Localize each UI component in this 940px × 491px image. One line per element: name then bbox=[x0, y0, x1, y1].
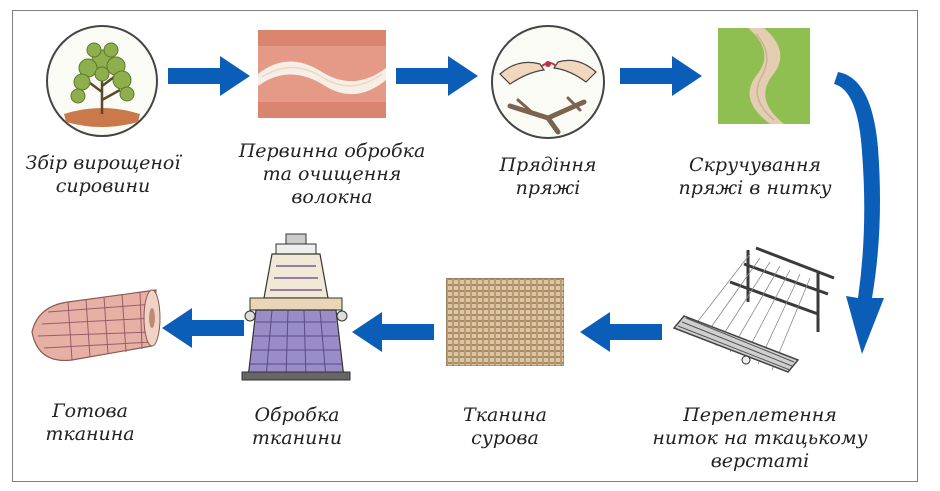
step-label-twisting: Скручування пряжі в нитку bbox=[678, 154, 832, 199]
step-label-finishing: Обробка тканини bbox=[251, 404, 343, 449]
step-label-weaving: Переплетення ниток на ткацькому верстаті bbox=[652, 404, 868, 472]
cotton-plant-icon bbox=[42, 22, 162, 140]
arrow-left-2 bbox=[352, 312, 434, 352]
twisted-yarn-icon bbox=[718, 28, 810, 124]
fabric-roll-icon bbox=[28, 272, 164, 368]
arrow-right-3 bbox=[620, 56, 702, 96]
step-label-harvest: Збір вирощеної сировини bbox=[25, 152, 181, 197]
step-label-finished-fabric: Готова тканина bbox=[45, 400, 135, 445]
arrow-left-1 bbox=[580, 312, 662, 352]
step-label-primary-processing: Первинна обробка та очищення волокна bbox=[238, 140, 426, 208]
arrow-curve-down bbox=[834, 72, 884, 354]
raw-fabric-icon bbox=[446, 278, 564, 366]
fiber-strip-icon bbox=[258, 30, 386, 118]
spinning-hands-icon bbox=[488, 22, 608, 142]
loom-icon bbox=[668, 242, 844, 388]
finishing-machine-icon bbox=[232, 232, 360, 384]
arrow-right-2 bbox=[396, 56, 478, 96]
step-label-raw-fabric: Тканина сурова bbox=[463, 404, 547, 449]
arrow-right-1 bbox=[168, 56, 250, 96]
arrow-left-3 bbox=[162, 308, 244, 348]
step-label-spinning: Прядіння пряжі bbox=[499, 154, 597, 199]
